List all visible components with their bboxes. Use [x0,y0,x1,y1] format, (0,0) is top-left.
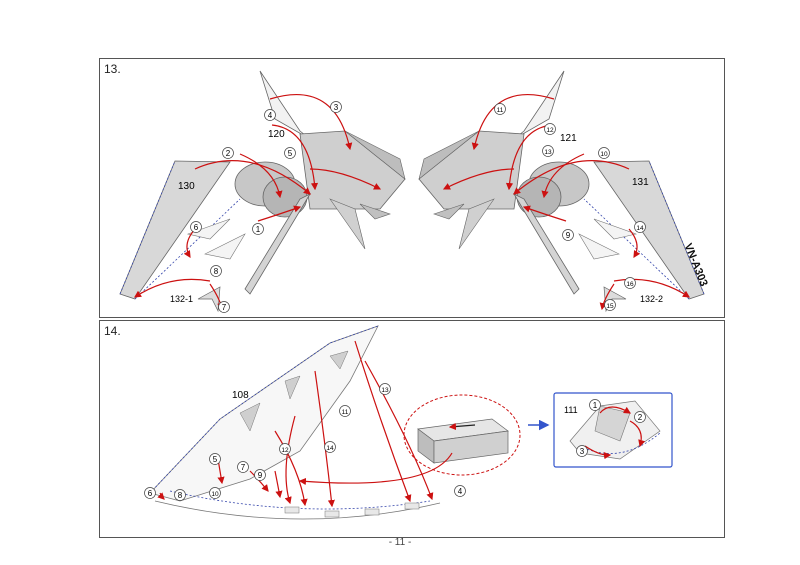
step-marker-9 [254,469,266,481]
part-108-label: 108 [232,390,249,401]
step-marker-6 [190,221,202,233]
part-130-label: 130 [178,181,195,192]
step-14-panel: 14. [99,320,725,538]
step-number-1: 1 [256,225,261,234]
step-marker-15 [604,299,616,311]
step-marker-4 [454,485,466,497]
step-marker-5 [209,453,221,465]
step-marker-4 [264,109,276,121]
page-number: - 11 - [388,537,412,548]
left-wing-130 [119,160,246,300]
step-number-2: 2 [638,413,643,422]
step-marker-14 [324,441,336,453]
step-marker-12 [544,123,556,135]
step-number-9: 9 [566,231,571,240]
step-marker-12 [279,443,291,455]
step-marker-7 [218,301,230,313]
step-marker-2 [222,147,234,159]
step-marker-13 [379,383,391,395]
step-number-10: 10 [211,491,219,498]
part-121-label: 121 [560,133,577,144]
part-132-1-label: 132-1 [170,294,193,304]
step-number-13: 13 [381,387,389,394]
step-number-13: 13 [544,149,552,156]
step-number-15: 15 [606,303,614,310]
step-number-14: 14 [636,225,644,232]
step-marker-7 [237,461,249,473]
step-number-6: 6 [194,223,199,232]
step-marker-11 [494,103,506,115]
step-marker-13 [542,145,554,157]
step-marker-11 [339,405,351,417]
step-13-title: 13. [104,62,121,76]
left-part-120 [234,70,406,295]
part-120-label: 120 [268,129,285,140]
part-108-body [149,325,441,520]
step-number-12: 12 [546,127,554,134]
step-marker-5 [284,147,296,159]
step-number-7: 7 [222,303,227,312]
step-number-11: 11 [497,107,504,114]
step-number-11: 11 [342,409,349,416]
step-number-3: 3 [580,447,585,456]
step-number-5: 5 [288,149,293,158]
step-marker-14 [634,221,646,233]
step-number-16: 16 [626,281,634,288]
box-detail [403,394,521,476]
step-marker-8 [210,265,222,277]
step-number-1: 1 [593,401,598,410]
part-131-label: 131 [632,177,649,188]
step-marker-16 [624,277,636,289]
step-number-8: 8 [178,491,183,500]
step-marker-3 [330,101,342,113]
step-marker-10 [598,147,610,159]
step-marker-2 [634,411,646,423]
step-number-6: 6 [148,489,153,498]
step-number-4: 4 [268,111,273,120]
step-number-5: 5 [213,455,218,464]
step-number-7: 7 [241,463,246,472]
step-marker-10 [209,487,221,499]
step-14-title: 14. [104,324,121,338]
step-13-diagram: 120 130 132-1 121 131 132-2 VN-A303 1234… [119,70,710,313]
right-fin-132-2 [603,286,627,313]
part-111-label: 111 [564,405,578,415]
step-number-10: 10 [600,151,608,158]
step-number-8: 8 [214,267,219,276]
step-marker-6 [144,487,156,499]
step-number-14: 14 [326,445,334,452]
step-marker-3 [576,445,588,457]
step-number-3: 3 [334,103,339,112]
left-fin-132-1 [197,286,221,313]
step-number-9: 9 [258,471,263,480]
step-marker-1 [252,223,264,235]
step-marker-1 [589,399,601,411]
step-marker-9 [562,229,574,241]
step-marker-8 [174,489,186,501]
step-number-12: 12 [281,447,289,454]
left-assembly-arrows [133,94,382,311]
part-132-2-label: 132-2 [640,294,663,304]
step-number-4: 4 [458,487,463,496]
step-13-panel: 13. [99,58,725,318]
step-number-2: 2 [226,149,231,158]
right-assembly-arrows [442,94,691,311]
right-part-121 [418,70,590,295]
